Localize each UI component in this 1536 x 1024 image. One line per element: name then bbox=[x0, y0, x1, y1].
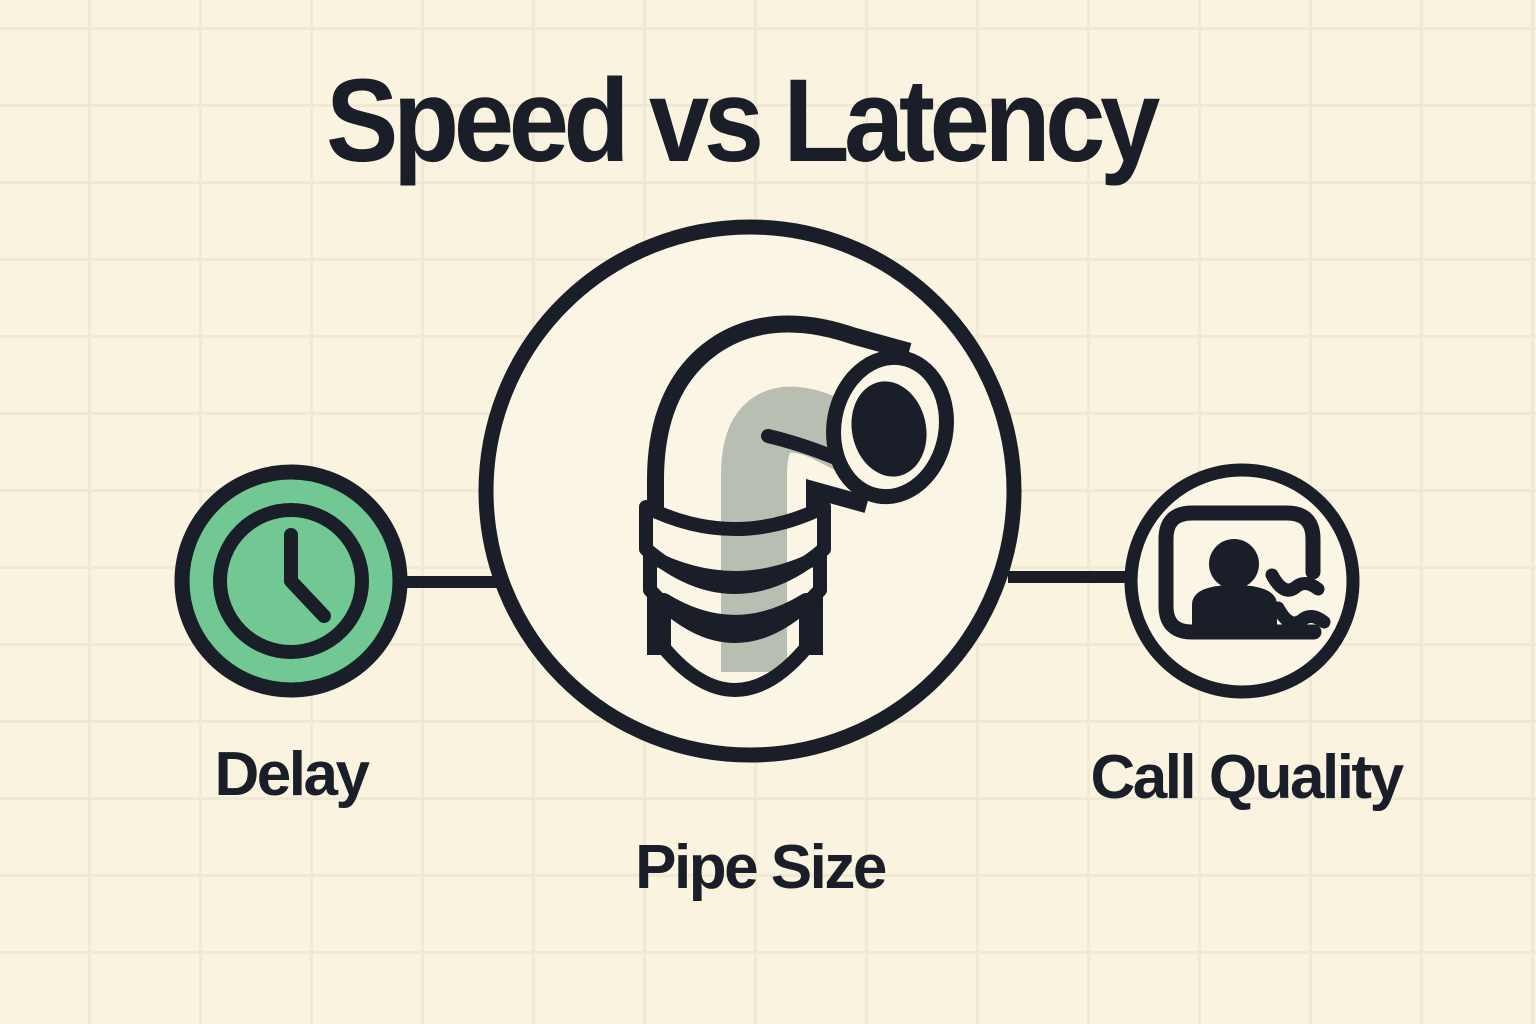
signal-wave-top bbox=[1265, 568, 1325, 597]
signal-wave-bottom bbox=[1271, 601, 1331, 630]
page-title: Speed vs Latency bbox=[0, 62, 1536, 180]
pipe-mouth-hole bbox=[851, 381, 927, 477]
pipe-collar-bottom-outline bbox=[657, 593, 813, 697]
person-body bbox=[1192, 585, 1277, 637]
pipe-collar-middle-outline bbox=[643, 549, 827, 643]
pipe-collar-top-outline bbox=[639, 500, 831, 594]
clock-face bbox=[213, 503, 369, 659]
video-frame bbox=[1158, 505, 1322, 640]
page-title-text: Speed vs Latency bbox=[325, 55, 1160, 187]
video-call-icon bbox=[1124, 463, 1360, 699]
pipe-shadow-stripe bbox=[721, 386, 888, 672]
person-head bbox=[1209, 539, 1259, 589]
pipe-elbow-icon bbox=[639, 315, 954, 697]
node-label-pipe-size: Pipe Size bbox=[635, 833, 887, 902]
clock-icon bbox=[174, 464, 408, 698]
node-label-call-quality: Call Quality bbox=[1090, 743, 1404, 812]
clock-hands bbox=[284, 528, 331, 623]
node-label-delay: Delay bbox=[214, 740, 370, 809]
pipe-size-node bbox=[478, 219, 1022, 763]
